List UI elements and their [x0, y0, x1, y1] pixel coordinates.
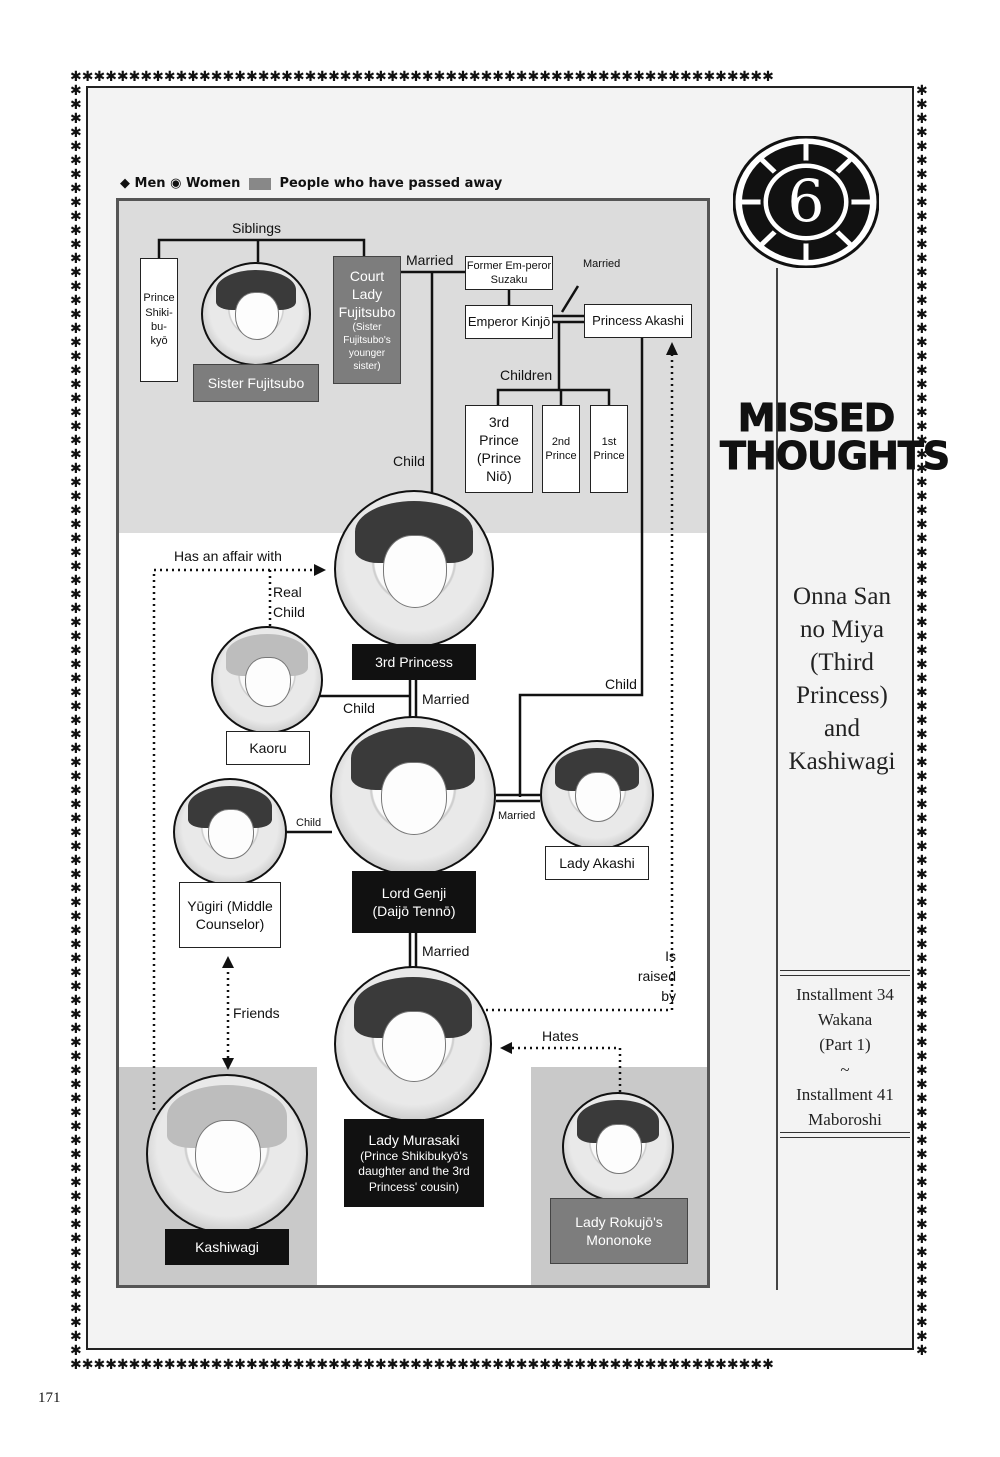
chapter-number: 6: [787, 167, 825, 235]
installment-line-2: Wakana: [817, 1010, 873, 1029]
portrait-third-princess: [334, 490, 494, 648]
portrait-lady-akashi: [540, 740, 654, 850]
legend: ◆ Men ◉ Women People who have passed awa…: [120, 176, 502, 191]
legend-women: ◉ Women: [170, 176, 241, 191]
label-child-kaoru: Child: [343, 700, 375, 716]
label-married-third-princess: Married: [422, 691, 470, 707]
legend-swatch: [248, 177, 271, 190]
node-sister-fujitsubo: Sister Fujitsubo: [193, 364, 319, 402]
portrait-lady-murasaki: [334, 966, 492, 1122]
node-first-prince: 1st Prince: [590, 405, 628, 493]
label-hates: Hates: [542, 1028, 579, 1044]
top-star-border: ✱✱✱✱✱✱✱✱✱✱✱✱✱✱✱✱✱✱✱✱✱✱✱✱✱✱✱✱✱✱✱✱✱✱✱✱✱✱✱✱…: [70, 70, 774, 84]
label-siblings: Siblings: [232, 220, 282, 236]
node-court-lady-fujitsubo: Court Lady Fujitsubo (Sister Fujitsubo's…: [333, 256, 401, 384]
label-friends: Friends: [233, 1005, 280, 1021]
portrait-sister-fujitsubo: [201, 262, 311, 366]
subtitle-line-3: (Third: [810, 649, 874, 676]
page-number: 171: [38, 1390, 61, 1406]
installment-line-3: (Part 1): [819, 1035, 871, 1054]
label-child-yugiri: Child: [296, 817, 322, 829]
node-lord-genji: Lord Genji (Daijō Tennō): [352, 871, 476, 933]
label-married-akashi: Married: [498, 810, 536, 822]
node-princess-akashi: Princess Akashi: [584, 304, 692, 338]
installment-line-6: Maboroshi: [808, 1110, 882, 1129]
node-yugiri: Yūgiri (Middle Counselor): [179, 882, 281, 948]
label-real-child: Real Child: [273, 584, 305, 620]
right-divider: [776, 268, 778, 1290]
portrait-lord-genji: [330, 716, 496, 876]
node-third-princess: 3rd Princess: [352, 644, 476, 680]
right-star-border: ✱✱✱✱✱✱✱✱✱✱✱✱✱✱✱✱✱✱✱✱✱✱✱✱✱✱✱✱✱✱✱✱✱✱✱✱✱✱✱✱…: [916, 84, 928, 1358]
portrait-rokujo: [562, 1092, 674, 1202]
installment-line-1: Installment 34: [796, 985, 894, 1004]
installment-line-5: Installment 41: [796, 1085, 894, 1104]
court-lady-name: Court Lady Fujitsubo: [338, 267, 396, 321]
portrait-kashiwagi: [146, 1074, 308, 1234]
court-lady-note: (Sister Fujitsubo's younger sister): [343, 322, 391, 373]
subtitle-line-4: Princess): [796, 682, 888, 709]
subtitle-line-6: Kashiwagi: [788, 748, 896, 775]
label-child-suzaku: Child: [393, 453, 425, 469]
portrait-kaoru: [211, 626, 323, 734]
label-child-akashi: Child: [605, 676, 637, 692]
subtitle-line-1: Onna San: [793, 583, 891, 610]
label-affair: Has an affair with: [174, 548, 282, 564]
installment-bottom-rule: [780, 1132, 910, 1138]
node-prince-shikibukyo: Prince Shiki-bu-kyō: [140, 258, 178, 382]
lord-genji-note: (Daijō Tennō): [372, 903, 456, 919]
node-emperor-kinjo: Emperor Kinjō: [465, 305, 553, 339]
lady-murasaki-name: Lady Murasaki: [368, 1131, 460, 1148]
subtitle-line-2: no Miya: [799, 616, 885, 643]
node-second-prince: 2nd Prince: [542, 405, 580, 493]
legend-passed: People who have passed away: [279, 176, 503, 191]
legend-men: ◆ Men: [120, 176, 166, 191]
label-married-emperor: Married: [583, 258, 621, 270]
label-children: Children: [500, 367, 553, 383]
installment-line-4: ~: [840, 1060, 850, 1079]
subtitle: Onna San no Miya (Third Princess) and Ka…: [780, 580, 904, 778]
subtitle-line-5: and: [823, 715, 861, 742]
node-rokujo-mononoke: Lady Rokujō's Mononoke: [550, 1198, 688, 1264]
node-kaoru: Kaoru: [226, 731, 310, 765]
left-star-border: ✱✱✱✱✱✱✱✱✱✱✱✱✱✱✱✱✱✱✱✱✱✱✱✱✱✱✱✱✱✱✱✱✱✱✱✱✱✱✱✱…: [70, 84, 82, 1358]
title-line-1: MISSED: [737, 396, 895, 440]
node-former-emperor-suzaku: Former Em-peror Suzaku: [465, 256, 553, 290]
node-lady-akashi: Lady Akashi: [545, 846, 649, 880]
label-raised-by: Is raised by: [637, 948, 676, 1004]
node-third-prince: 3rd Prince (Prince Niō): [465, 405, 533, 493]
label-married-murasaki: Married: [422, 943, 470, 959]
lady-murasaki-note: (Prince Shikibukyō's daughter and the 3r…: [358, 1148, 470, 1194]
installment-top-rule: [780, 970, 910, 976]
node-kashiwagi: Kashiwagi: [165, 1229, 289, 1265]
chapter-emblem: [733, 136, 879, 268]
title-line-2: THOUGHTS: [720, 434, 951, 478]
portrait-yugiri: [173, 778, 287, 886]
node-lady-murasaki: Lady Murasaki (Prince Shikibukyō's daugh…: [344, 1119, 484, 1207]
installment-info: Installment 34 Wakana (Part 1) ~ Install…: [780, 982, 910, 1132]
bottom-star-border: ✱✱✱✱✱✱✱✱✱✱✱✱✱✱✱✱✱✱✱✱✱✱✱✱✱✱✱✱✱✱✱✱✱✱✱✱✱✱✱✱…: [70, 1358, 774, 1372]
lord-genji-name: Lord Genji: [381, 884, 447, 901]
label-married-fujitsubo: Married: [406, 252, 454, 268]
